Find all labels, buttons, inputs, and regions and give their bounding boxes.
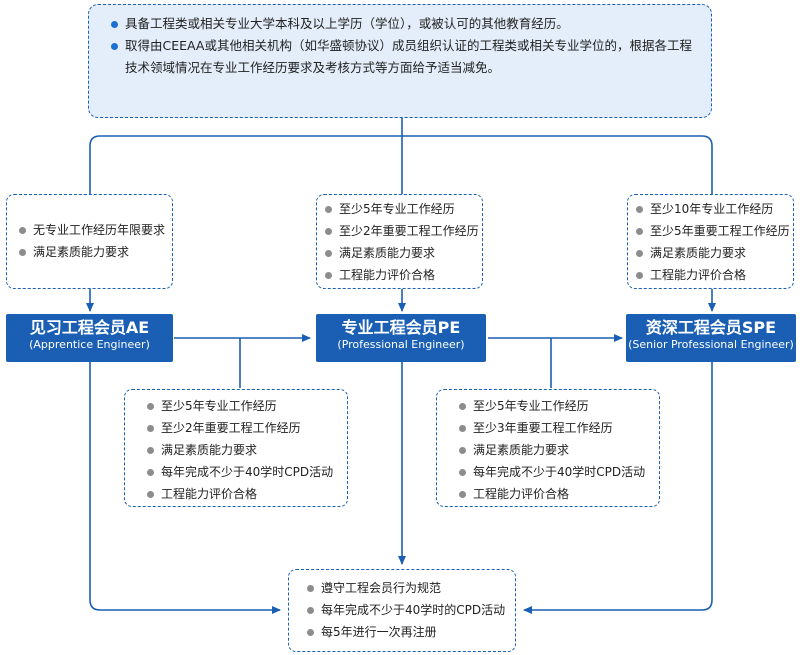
list-item: 无专业工作经历年限要求 (19, 219, 172, 241)
ae-to-maintenance-arrow (89, 362, 281, 614)
list-item: 每年完成不少于40学时的CPD活动 (307, 599, 515, 621)
list-item: 满足素质能力要求 (636, 242, 793, 264)
ae-entry-requirements-box: 无专业工作经历年限要求 满足素质能力要求 (6, 194, 173, 289)
pe-level-subtitle: (Professional Engineer) (337, 338, 465, 351)
pe-entry-requirements-box: 至少5年专业工作经历 至少2年重要工程工作经历 满足素质能力要求 工程能力评价合… (316, 194, 483, 289)
spe-entry-requirements-box: 至少10年专业工作经历 至少5年重要工程工作经历 满足素质能力要求 工程能力评价… (627, 194, 794, 289)
list-item: 至少5年专业工作经历 (147, 395, 347, 417)
list-item: 至少2年重要工程工作经历 (325, 220, 482, 242)
list-item: 满足素质能力要求 (459, 439, 659, 461)
list-item: 每年完成不少于40学时CPD活动 (459, 461, 659, 483)
list-item: 遵守工程会员行为规范 (307, 577, 515, 599)
spe-level-title: 资深工程会员SPE (645, 318, 777, 337)
list-item: 至少3年重要工程工作经历 (459, 417, 659, 439)
pe-to-spe-requirements-box: 至少5年专业工作经历 至少3年重要工程工作经历 满足素质能力要求 每年完成不少于… (436, 389, 660, 507)
pe-level-box: 专业工程会员PE (Professional Engineer) (316, 314, 486, 362)
distribution-line (89, 135, 713, 194)
list-item: 至少2年重要工程工作经历 (147, 417, 347, 439)
spe-level-box: 资深工程会员SPE (Senior Professional Engineer) (626, 314, 796, 362)
list-item: 工程能力评价合格 (459, 483, 659, 505)
list-item: 工程能力评价合格 (636, 264, 793, 286)
list-item: 工程能力评价合格 (325, 264, 482, 286)
ae-level-subtitle: (Apprentice Engineer) (29, 338, 150, 351)
ae-level-box: 见习工程会员AE (Apprentice Engineer) (6, 314, 173, 362)
spe-level-subtitle: (Senior Professional Engineer) (628, 338, 794, 351)
list-item: 满足素质能力要求 (19, 241, 172, 263)
ae-level-title: 见习工程会员AE (29, 318, 150, 337)
spe-to-maintenance-arrow (523, 362, 713, 614)
list-item: 至少5年重要工程工作经历 (636, 220, 793, 242)
list-item: 至少5年专业工作经历 (459, 395, 659, 417)
list-item: 至少5年专业工作经历 (325, 198, 482, 220)
list-item: 具备工程类或相关专业大学本科及以上学历（学位），或被认可的其他教育经历。 (111, 13, 693, 35)
list-item: 每年完成不少于40学时CPD活动 (147, 461, 347, 483)
list-item: 每5年进行一次再注册 (307, 621, 515, 643)
list-item: 至少10年专业工作经历 (636, 198, 793, 220)
education-requirements-list: 具备工程类或相关专业大学本科及以上学历（学位），或被认可的其他教育经历。 取得由… (111, 13, 693, 79)
list-item: 工程能力评价合格 (147, 483, 347, 505)
list-item: 满足素质能力要求 (147, 439, 347, 461)
ae-to-pe-requirements-box: 至少5年专业工作经历 至少2年重要工程工作经历 满足素质能力要求 每年完成不少于… (124, 389, 348, 507)
pe-level-title: 专业工程会员PE (341, 318, 461, 337)
education-requirements-box: 具备工程类或相关专业大学本科及以上学历（学位），或被认可的其他教育经历。 取得由… (88, 4, 712, 118)
maintenance-requirements-box: 遵守工程会员行为规范 每年完成不少于40学时的CPD活动 每5年进行一次再注册 (288, 569, 516, 652)
list-item: 满足素质能力要求 (325, 242, 482, 264)
list-item: 取得由CEEAA或其他相关机构（如华盛顿协议）成员组织认证的工程类或相关专业学位… (111, 35, 693, 79)
